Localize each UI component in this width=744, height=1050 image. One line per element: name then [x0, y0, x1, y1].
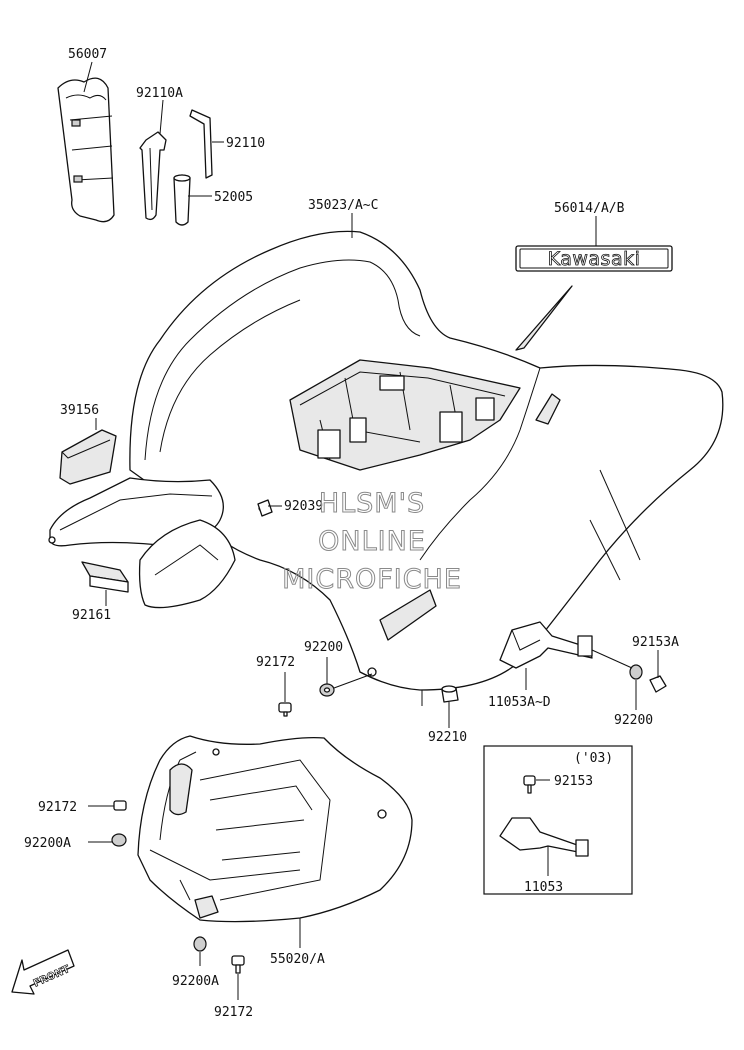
part-56007-cover	[57, 77, 115, 223]
label-11053A: 11053A~D	[488, 695, 551, 710]
watermark: HLSM'S ONLINE MICROFICHE	[282, 488, 462, 596]
part-92200-right-washer	[629, 664, 643, 680]
part-92153A-bolt	[649, 675, 667, 693]
watermark-line-1: HLSM'S	[319, 488, 425, 519]
leader-lines	[83, 61, 659, 1000]
part-92172-bottom-bolt	[231, 955, 245, 974]
watermark-line-3: MICROFICHE	[282, 564, 462, 595]
part-56014-decal: Kawasaki	[515, 245, 673, 351]
label-92110A: 92110A	[136, 86, 183, 101]
inset-03-box	[483, 745, 633, 895]
part-52005-pin	[173, 174, 191, 226]
label-92200A-left: 92200A	[24, 836, 71, 851]
label-92161: 92161	[72, 608, 111, 623]
label-56014: 56014/A/B	[554, 201, 625, 216]
part-11053-inset-bracket	[499, 817, 589, 857]
label-92200A-bottom: 92200A	[172, 974, 219, 989]
part-92161-block	[81, 561, 129, 593]
label-92200-right: 92200	[614, 713, 653, 728]
part-35023-rear-fender	[48, 230, 724, 691]
part-11053A-bracket	[499, 621, 593, 669]
label-92110: 92110	[226, 136, 265, 151]
decal-brand-text: Kawasaki	[548, 248, 641, 270]
front-arrow: FRONT	[11, 949, 75, 995]
label-39156: 39156	[60, 403, 99, 418]
part-92200A-left-washer	[111, 833, 127, 847]
part-92200-center-washer	[319, 683, 335, 697]
label-56007: 56007	[68, 47, 107, 62]
part-92153-inset-bolt	[523, 775, 536, 794]
label-55020: 55020/A	[270, 952, 325, 967]
part-92110-hex-key	[189, 109, 213, 179]
label-35023: 35023/A~C	[308, 198, 378, 213]
part-92039-clip	[257, 499, 273, 517]
part-39156-pad	[59, 429, 117, 485]
part-92200A-bottom-washer	[193, 936, 207, 952]
part-55020-guard	[137, 735, 413, 923]
label-92153A: 92153A	[632, 635, 679, 650]
label-92200-center: 92200	[304, 640, 343, 655]
label-92172-left: 92172	[38, 800, 77, 815]
label-92210: 92210	[428, 730, 467, 745]
label-11053: 11053	[524, 880, 563, 895]
label-92172-bottom: 92172	[214, 1005, 253, 1020]
part-92172-center-bolt	[278, 702, 292, 717]
label-92039: 92039	[284, 499, 323, 514]
label-52005: 52005	[214, 190, 253, 205]
label-92153: 92153	[554, 774, 593, 789]
watermark-line-2: ONLINE	[318, 526, 426, 557]
label-92172-center: 92172	[256, 655, 295, 670]
inset-year-label: ('03)	[574, 751, 613, 766]
part-92210-collar	[441, 685, 459, 703]
part-92110A-wrench	[139, 131, 167, 221]
part-92172-left-bolt	[113, 800, 127, 811]
